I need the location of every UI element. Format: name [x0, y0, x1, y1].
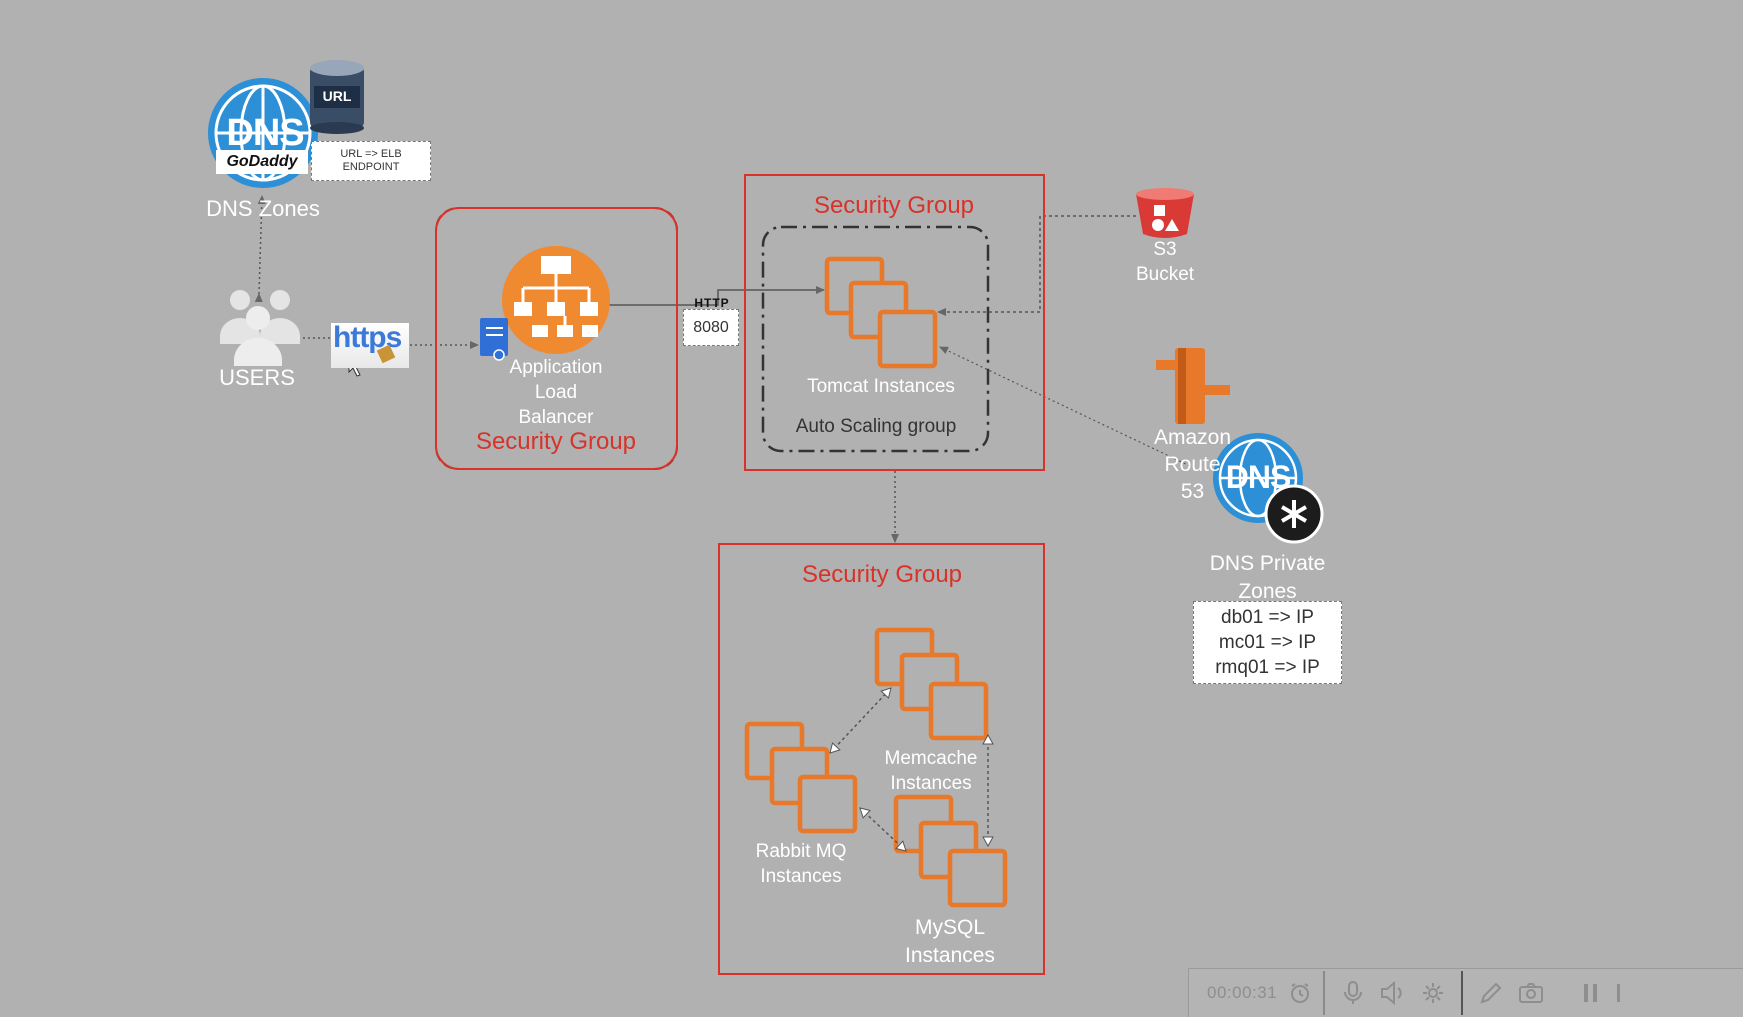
route53-label: Amazon Route 53 [1140, 424, 1245, 505]
godaddy-logo: GoDaddy [216, 150, 308, 174]
dns-private-label-line2: Zones [1238, 580, 1297, 603]
toolbar-divider [1461, 971, 1464, 1015]
edge-users-dns [254, 195, 266, 303]
route53-label-line2: Route [1164, 453, 1221, 476]
tomcat-instances-icon [824, 256, 938, 369]
camera-icon[interactable] [1511, 981, 1551, 1005]
mysql-label-line1: MySQL [914, 916, 985, 939]
dns-zones-dns-text: DNS [226, 112, 304, 154]
users-label: USERS [219, 365, 295, 390]
s3-bucket-icon [1136, 188, 1194, 238]
edge-route53-tomcat [939, 346, 1191, 467]
s3-bucket-label: S3 Bucket [1120, 237, 1210, 287]
edge-rabbit-mysql [859, 807, 907, 852]
alb-label-line1: Application [509, 357, 603, 378]
url-canister-label: URL [322, 88, 352, 104]
s3-label-line2: Bucket [1135, 264, 1195, 285]
alb-security-group-title: Security Group [475, 428, 637, 455]
rabbitmq-instances-icon [744, 721, 858, 834]
load-balancer-icon [502, 246, 610, 354]
rabbitmq-instances-label: Rabbit MQ Instances [736, 839, 866, 889]
mysql-label-line2: Instances [905, 944, 995, 967]
alb-label-line3: Balancer [518, 407, 594, 428]
stop-icon[interactable] [1611, 981, 1631, 1005]
http-protocol-label: HTTP [694, 296, 730, 310]
auto-scaling-group-label: Auto Scaling group [795, 416, 957, 437]
app-security-group-title: Security Group [813, 192, 975, 219]
pencil-icon[interactable] [1471, 981, 1511, 1005]
port-8080-note: 8080 [683, 309, 739, 346]
record-db01: db01 => IP [1221, 607, 1314, 628]
edge-alb-tomcat [608, 286, 825, 306]
pause-icon[interactable] [1571, 981, 1611, 1005]
dns-private-dns-text: DNS [1225, 459, 1292, 495]
record-rmq01: rmq01 => IP [1215, 657, 1320, 678]
backend-security-group-title: Security Group [801, 561, 963, 588]
memcache-label-line2: Instances [890, 773, 972, 794]
app-security-group [744, 174, 1045, 471]
alarm-clock-icon[interactable] [1285, 981, 1315, 1005]
url-elb-note-line1: URL => ELB [340, 148, 402, 160]
s3-label-line1: S3 [1153, 239, 1177, 260]
record-mc01: mc01 => IP [1218, 632, 1317, 653]
route53-label-line1: Amazon [1153, 426, 1232, 449]
alb-label-line2: Load [534, 382, 578, 403]
users-icon [220, 290, 300, 366]
url-elb-note-line2: ENDPOINT [342, 161, 400, 173]
memcache-instances-icon [874, 627, 989, 741]
edge-rabbit-memcache [829, 687, 892, 754]
certificate-icon [480, 318, 508, 361]
backend-security-group [718, 543, 1045, 975]
toolbar-divider [1323, 971, 1326, 1015]
dns-private-label-line1: DNS Private [1209, 552, 1326, 575]
microphone-icon[interactable] [1333, 980, 1373, 1006]
alb-security-group [435, 207, 678, 470]
dns-private-globe-icon [1213, 433, 1324, 544]
https-badge: https [331, 323, 409, 368]
private-records-note: db01 => IP mc01 => IP rmq01 => IP [1193, 601, 1342, 684]
url-canister-icon [310, 60, 364, 134]
tomcat-instances-label: Tomcat Instances [807, 376, 955, 397]
dns-zones-label: DNS Zones [206, 196, 320, 221]
settings-gear-icon[interactable] [1413, 981, 1453, 1005]
route53-icon [1156, 348, 1230, 424]
memcache-instances-label: Memcache Instances [866, 746, 996, 796]
dns-private-zones-label: DNS Private Zones [1190, 550, 1345, 606]
memcache-label-line1: Memcache [884, 748, 978, 769]
url-elb-note: URL => ELB ENDPOINT [311, 141, 431, 181]
rabbit-label-line2: Instances [760, 866, 842, 887]
speaker-icon[interactable] [1373, 980, 1413, 1006]
recording-timer: 00:00:31 [1207, 983, 1278, 1002]
recording-toolbar: 00:00:31 [1188, 968, 1743, 1017]
route53-label-line3: 53 [1180, 480, 1205, 503]
auto-scaling-group-box [761, 225, 990, 453]
rabbit-label-line1: Rabbit MQ [755, 841, 847, 862]
mysql-instances-label: MySQL Instances [885, 914, 1015, 970]
alb-label: Application Load Balancer [486, 355, 626, 430]
